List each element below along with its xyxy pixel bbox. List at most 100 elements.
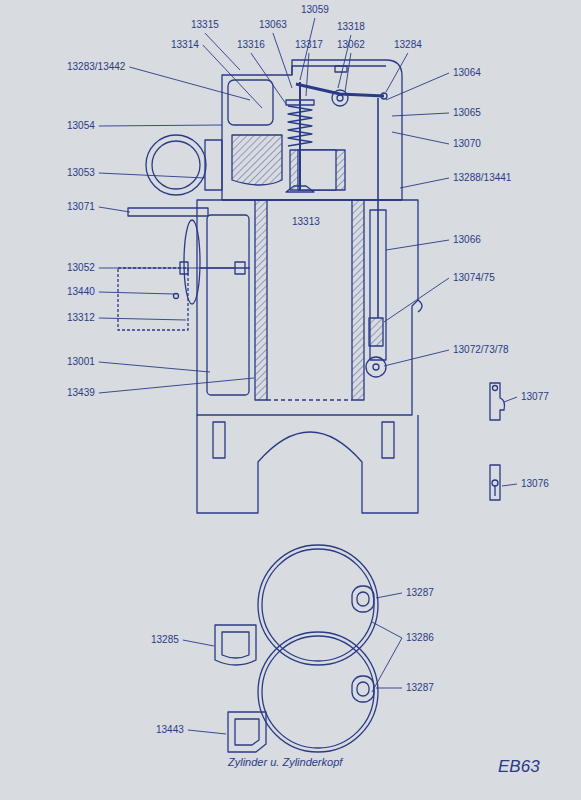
leader-line (99, 125, 222, 126)
leader-line (273, 33, 292, 88)
callout-number: 13070 (452, 138, 482, 150)
tappet (369, 318, 383, 346)
cam (366, 357, 386, 377)
leader-line (386, 53, 408, 92)
gasket-13443 (228, 712, 266, 752)
leader-line (99, 292, 174, 294)
callout-number: 13074/75 (452, 272, 496, 284)
bore-wall (255, 200, 267, 400)
pipe (146, 135, 206, 195)
callout-number: 13287 (405, 682, 435, 694)
callout-number: 13285 (150, 634, 180, 646)
callout-number: 13286 (405, 632, 435, 644)
callout-number: 13287 (405, 587, 435, 599)
callout-number: 13072/73/78 (452, 344, 510, 356)
spring-cap (286, 100, 314, 105)
valve-spring (288, 106, 312, 146)
pipe-flange (205, 140, 222, 190)
bore-bottom (267, 399, 352, 400)
foot-slot (213, 422, 225, 458)
leader-line (99, 207, 130, 212)
combustion-wall (290, 150, 345, 190)
gasket-ring (258, 632, 378, 752)
leader-line (99, 268, 236, 269)
crankcase-base (197, 415, 418, 513)
pushrod (377, 98, 379, 318)
callout-number: 13288/13441 (452, 172, 512, 184)
foot-slot (382, 422, 394, 458)
callout-number: 13443 (155, 724, 185, 736)
callout-number: 13440 (66, 286, 96, 298)
water-jacket (207, 215, 249, 395)
callout-number: 13318 (336, 21, 366, 33)
cylinder-block (197, 200, 418, 415)
leader-line (99, 173, 205, 178)
cover-box (118, 268, 188, 330)
cylinder-head (222, 60, 402, 200)
leader-line (306, 53, 309, 96)
callout-number: 13001 (66, 356, 96, 368)
leader-line (183, 640, 214, 646)
leader-line (502, 484, 517, 486)
valve-head (286, 186, 314, 192)
bore-wall (352, 200, 364, 400)
gasket-ring (258, 545, 378, 665)
callout-number: 13053 (66, 167, 96, 179)
port (232, 135, 282, 185)
leader-line (504, 397, 517, 402)
part-13077 (490, 383, 505, 420)
drawing-caption: Zylinder u. Zylinderkopf (228, 756, 342, 768)
callout-number: 13052 (66, 262, 96, 274)
callout-number: 13054 (66, 120, 96, 132)
callout-number: 13064 (452, 67, 482, 79)
leader-line (384, 278, 449, 322)
leader-line (251, 53, 286, 104)
gasket-oval (352, 586, 374, 612)
leader-line (203, 45, 262, 108)
callout-number: 13284 (393, 39, 423, 51)
intake-chamber (228, 80, 273, 125)
rocker-cover (292, 66, 386, 75)
part-13076 (490, 465, 500, 500)
callout-number: 13439 (66, 387, 96, 399)
callout-number: 13059 (300, 4, 330, 16)
callout-number: 13315 (190, 19, 220, 31)
leader-line (384, 350, 449, 366)
callout-number: 13317 (294, 39, 324, 51)
callout-number: 13066 (452, 234, 482, 246)
gasket-13285 (215, 625, 256, 665)
gasket-oval (352, 676, 374, 702)
callout-number: 13063 (258, 19, 288, 31)
port-plate (128, 208, 208, 216)
leader-line (99, 318, 186, 320)
leader-line (376, 593, 402, 598)
callout-number: 13316 (236, 39, 266, 51)
leader-line (392, 113, 449, 116)
callout-number: 13071 (66, 201, 96, 213)
leader-line (205, 33, 240, 70)
leader-line (99, 378, 254, 393)
leader-line (392, 132, 449, 144)
leader-line (376, 688, 402, 689)
callout-number: 13062 (336, 39, 366, 51)
leader-line (129, 67, 250, 100)
leader-line (372, 622, 402, 638)
callout-number: 13065 (452, 107, 482, 119)
callout-number: 13314 (170, 39, 200, 51)
leader-line (99, 362, 210, 372)
leader-line (372, 638, 402, 692)
callout-number: 13283/13442 (66, 61, 126, 73)
leader-line (188, 730, 226, 734)
leader-line (386, 73, 449, 100)
drawing-number: EB63 (497, 757, 541, 777)
rocker-pivot (332, 90, 348, 106)
leader-line (400, 178, 449, 188)
boss (418, 300, 422, 312)
head-gasket (222, 199, 402, 201)
callout-number: 13313 (291, 216, 321, 228)
callout-number: 13076 (520, 478, 550, 490)
callout-number: 13312 (66, 312, 96, 324)
leader-line (345, 53, 351, 92)
callout-number: 13077 (520, 391, 550, 403)
leader-line (386, 240, 449, 250)
